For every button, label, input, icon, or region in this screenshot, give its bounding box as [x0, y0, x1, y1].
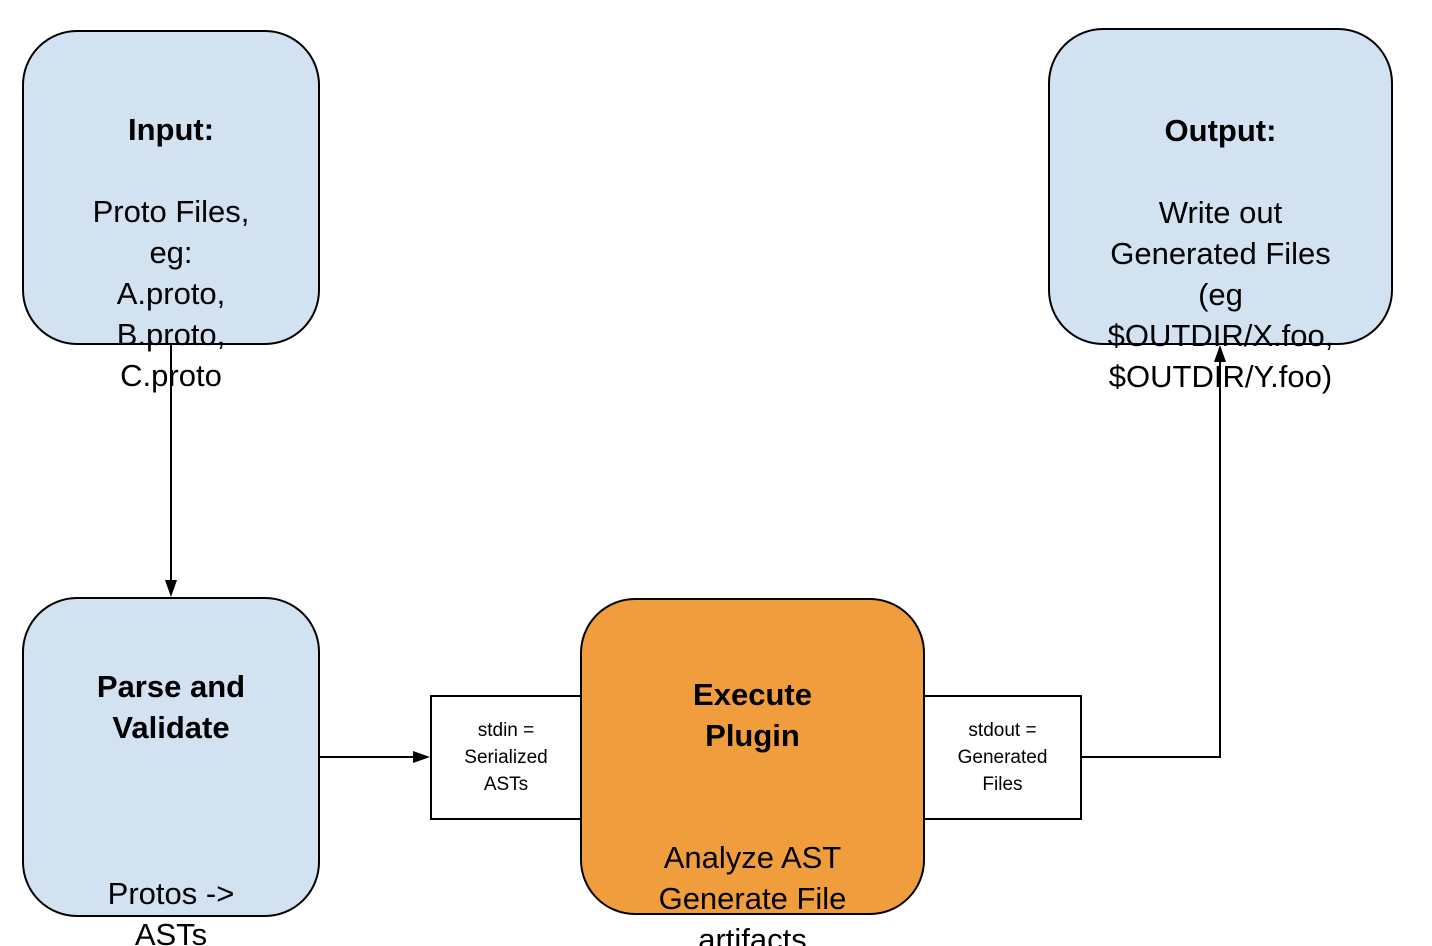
parse-validate-node-body: Protos -> ASTs	[107, 876, 235, 946]
input-node: Input: Proto Files, eg: A.proto, B.proto…	[22, 30, 320, 393]
arrow-stdout-to-output	[1082, 345, 1226, 758]
stdout-connector: stdout = Generated Files	[923, 695, 1082, 820]
parse-validate-node: Parse and Validate Protos -> ASTs	[22, 597, 320, 946]
output-node-title: Output:	[1164, 113, 1277, 148]
stdout-connector-label: stdout = Generated Files	[957, 720, 1048, 795]
input-node-title: Input:	[127, 112, 215, 147]
output-node: Output: Write out Generated Files (eg $O…	[1048, 28, 1393, 394]
execute-plugin-node-title: Execute Plugin	[693, 677, 812, 753]
output-node-body: Write out Generated Files (eg $OUTDIR/X.…	[1107, 195, 1334, 394]
parse-validate-node-title: Parse and Validate	[96, 669, 246, 745]
arrow-input-to-parse	[165, 345, 177, 597]
arrow-parse-to-stdin	[320, 751, 430, 763]
execute-plugin-node-body: Analyze AST Generate File artifacts (eg …	[658, 840, 847, 946]
execute-plugin-node: Execute Plugin Analyze AST Generate File…	[580, 598, 925, 946]
input-node-body: Proto Files, eg: A.proto, B.proto, C.pro…	[92, 194, 250, 393]
stdin-connector-label: stdin = Serialized ASTs	[464, 720, 548, 795]
stdin-connector: stdin = Serialized ASTs	[430, 695, 582, 820]
